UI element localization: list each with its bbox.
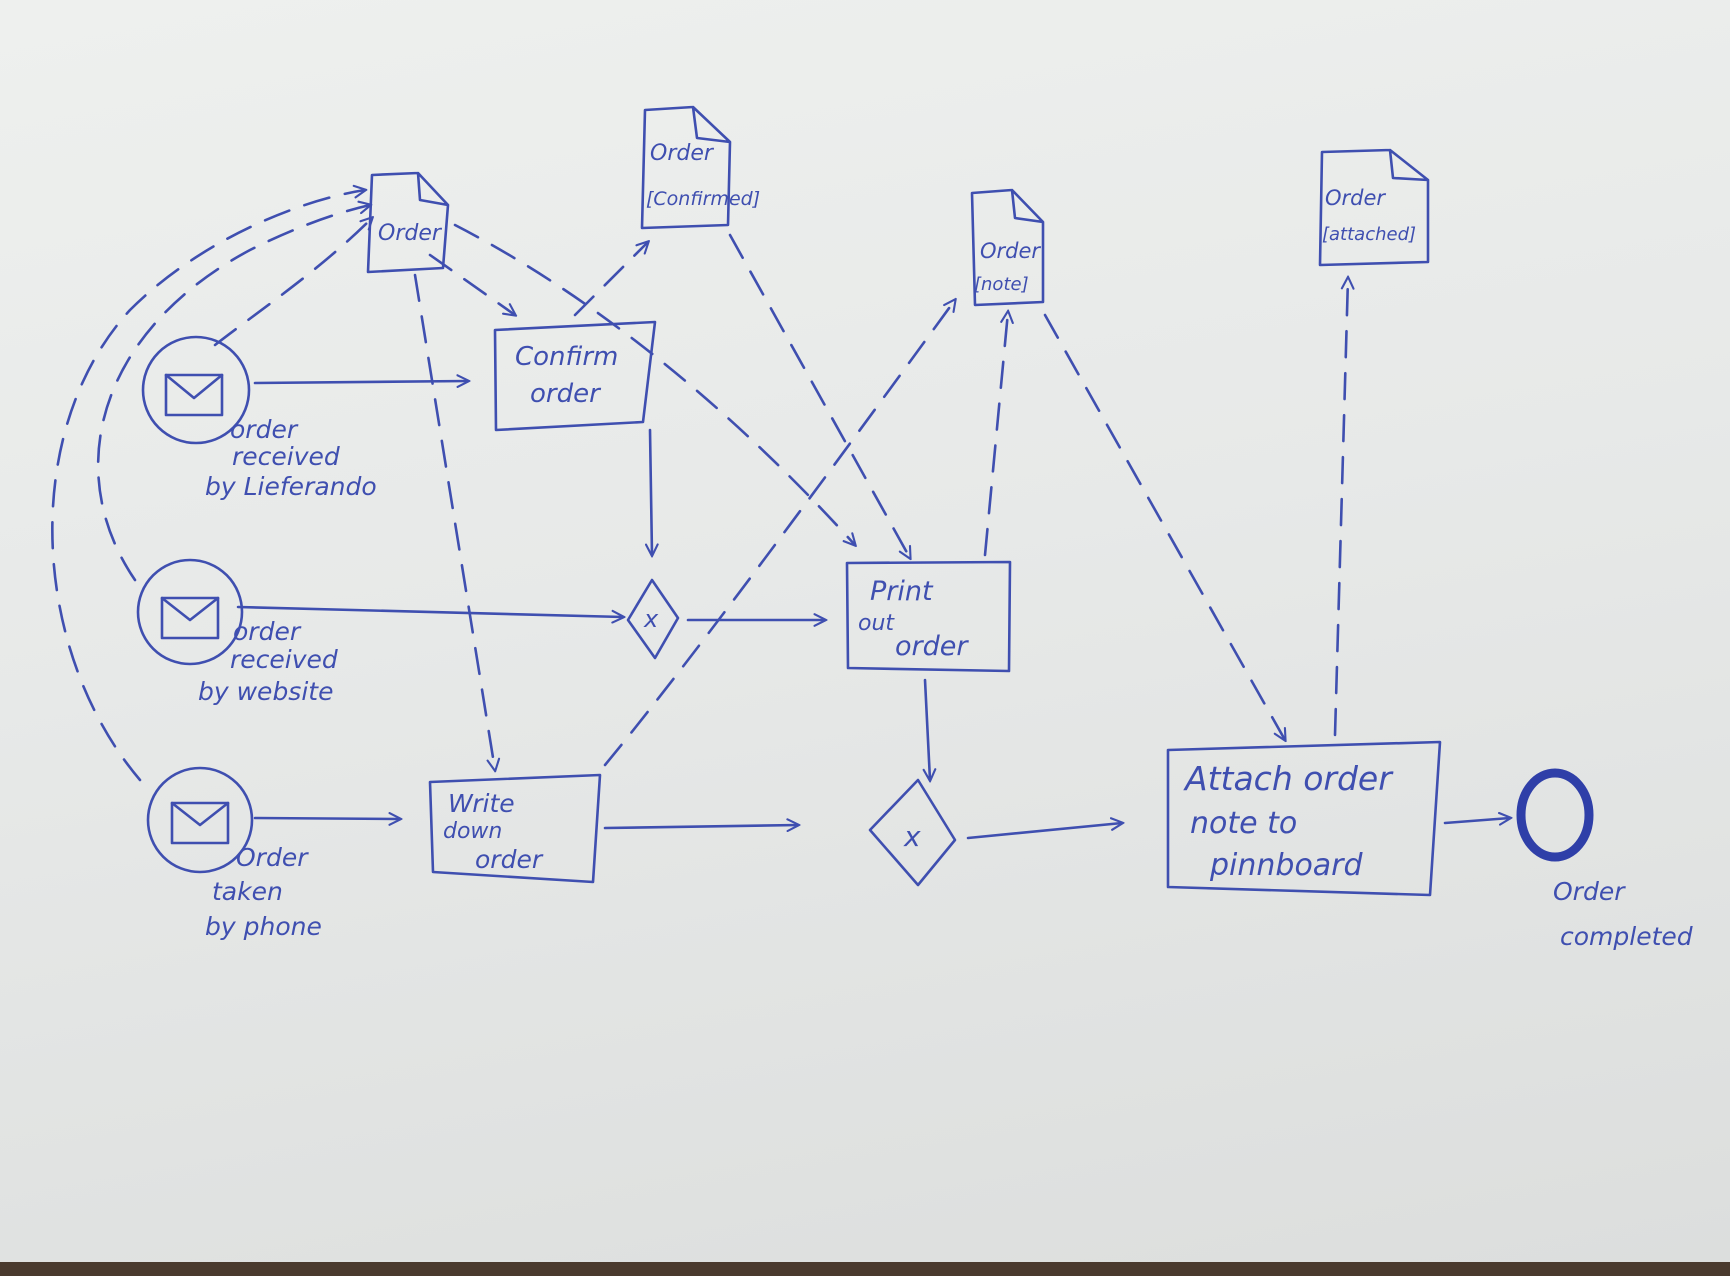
start-event-website[interactable]: order received by website — [136, 558, 338, 706]
gateway-2-symbol: x — [903, 820, 921, 853]
doc-order-confirmed[interactable]: Order [Confirmed] — [640, 105, 760, 230]
task-print-line3: order — [895, 631, 969, 662]
assoc-order-to-print — [453, 223, 855, 545]
flow-attach-to-end — [1443, 818, 1510, 823]
task-confirm-order[interactable]: Confirm order — [493, 320, 657, 432]
doc-confirmed-label-2: [Confirmed] — [646, 188, 760, 210]
envelope-icon — [170, 801, 230, 845]
envelope-icon — [160, 596, 220, 640]
flow-liefer-to-confirm — [253, 381, 468, 383]
doc-attached-label-2: [attached] — [1322, 224, 1416, 245]
start-event-liefer[interactable]: order received by Lieferando — [141, 335, 377, 501]
document-icon — [366, 171, 450, 274]
task-attach-line2: note to — [1190, 806, 1297, 841]
desk-edge — [0, 1262, 1730, 1276]
event-web-line3: by website — [198, 677, 333, 706]
end-event-line2: completed — [1560, 922, 1693, 951]
doc-order-note[interactable]: Order [note] — [970, 188, 1045, 307]
assoc-write-to-note — [603, 300, 955, 767]
doc-order-attached[interactable]: Order [attached] — [1318, 148, 1430, 267]
task-write-line2: down — [443, 819, 502, 844]
event-phone-line2: taken — [212, 877, 283, 906]
doc-order-label: Order — [378, 221, 443, 246]
flow-confirm-to-gw1 — [650, 428, 652, 555]
end-event-line1: Order — [1553, 877, 1626, 906]
assoc-order-to-write — [413, 273, 495, 770]
task-write-line1: Write — [448, 789, 515, 818]
task-print-line1: Print — [870, 576, 934, 607]
task-attach-line3: pinnboard — [1209, 848, 1364, 883]
document-icon — [640, 105, 732, 230]
event-web-line1: order — [233, 617, 302, 646]
task-print-out-order[interactable]: Print out order — [845, 560, 1012, 673]
assoc-print-to-note — [983, 312, 1008, 557]
event-web-line2: received — [230, 645, 338, 674]
sequence-flows — [236, 381, 1510, 840]
gateway-exclusive-2[interactable]: x — [868, 778, 957, 887]
task-write-line3: order — [475, 845, 544, 874]
task-print-line2: out — [858, 611, 895, 636]
task-confirm-line1: Confirm — [515, 342, 618, 372]
flow-print-to-gw2 — [925, 678, 930, 780]
envelope-icon — [164, 373, 224, 417]
gateway-exclusive-1[interactable]: x — [626, 578, 680, 660]
document-icon — [970, 188, 1045, 307]
event-phone-line1: Order — [236, 843, 309, 872]
flow-web-to-gw1 — [236, 605, 623, 617]
flow-phone-to-write — [253, 818, 400, 819]
doc-order[interactable]: Order — [366, 171, 450, 274]
doc-note-label-2: [note] — [974, 274, 1029, 295]
document-icon — [1318, 148, 1430, 267]
assoc-liefer-to-order — [213, 218, 372, 347]
task-confirm-line2: order — [530, 379, 602, 409]
task-attach-line1: Attach order — [1183, 759, 1394, 798]
flow-write-to-gw2 — [603, 825, 798, 828]
assoc-phone-to-order — [51, 190, 365, 782]
assoc-web-to-order — [96, 205, 370, 582]
end-event-order-completed[interactable]: Order completed — [1516, 768, 1693, 951]
gateway-1-symbol: x — [643, 605, 659, 633]
event-liefer-line1: order — [230, 415, 299, 444]
event-phone-line3: by phone — [205, 912, 322, 941]
doc-attached-label-1: Order — [1325, 186, 1386, 210]
doc-confirmed-label-1: Order — [650, 141, 715, 166]
assoc-confirmed-to-print — [728, 233, 910, 558]
data-associations — [51, 190, 1348, 782]
event-liefer-line2: received — [232, 442, 340, 471]
flow-gw2-to-attach — [966, 823, 1122, 840]
event-liefer-line3: by Lieferando — [205, 472, 377, 501]
assoc-confirm-to-confirmed — [573, 242, 648, 317]
start-event-phone[interactable]: Order taken by phone — [146, 766, 322, 941]
assoc-note-to-attach — [1043, 313, 1285, 740]
doc-note-label-1: Order — [980, 239, 1041, 263]
task-attach-order-note[interactable]: Attach order note to pinnboard — [1166, 740, 1442, 897]
assoc-attach-to-attached — [1333, 278, 1348, 737]
task-write-down-order[interactable]: Write down order — [428, 773, 602, 884]
